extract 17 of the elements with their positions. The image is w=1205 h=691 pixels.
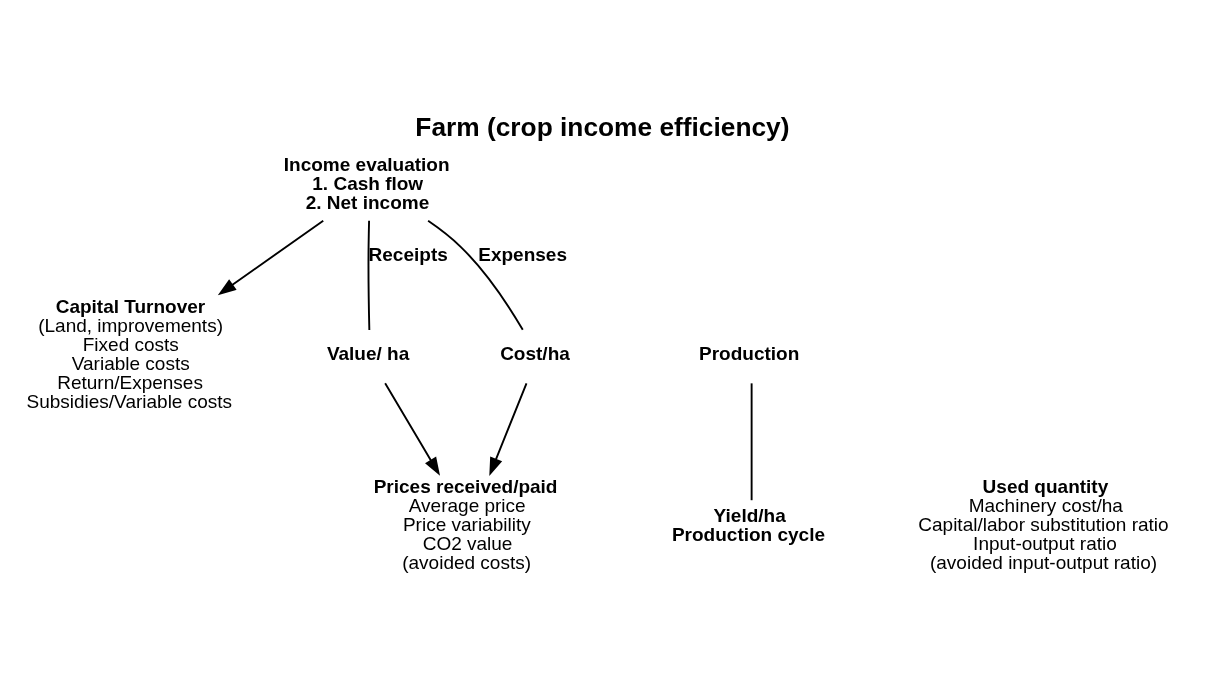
node-text: Income evaluation 1. Cash flow 2. Net income xyxy=(283,154,450,214)
node-text: Yield/ha Production cycle xyxy=(671,504,826,545)
node-text: Used quantity Machinery cost/ha Capital/labor substitution ratio Input-output ratio (avoided input-output ratio) xyxy=(918,476,1169,574)
node-text: Cost/ha xyxy=(500,342,570,364)
connector xyxy=(427,219,524,331)
node-text: Capital Turnover (Land, improvements) Fixed costs Variable costs Return/Expenses Subsidies/Variable costs xyxy=(26,296,233,413)
node-text: Prices received/paid Average price Price variability CO2 value (avoided costs) xyxy=(373,476,558,574)
edge-label: Receipts xyxy=(368,243,448,265)
node-text: Production xyxy=(698,342,800,364)
node-text: Value/ ha xyxy=(326,342,410,364)
arrow xyxy=(489,382,528,476)
arrow xyxy=(384,382,440,476)
arrow xyxy=(217,219,325,296)
edge-label: Expenses xyxy=(478,243,567,265)
connector xyxy=(367,219,371,332)
diagram-title: Farm (crop income efficiency) xyxy=(415,112,790,143)
connector xyxy=(750,382,753,502)
